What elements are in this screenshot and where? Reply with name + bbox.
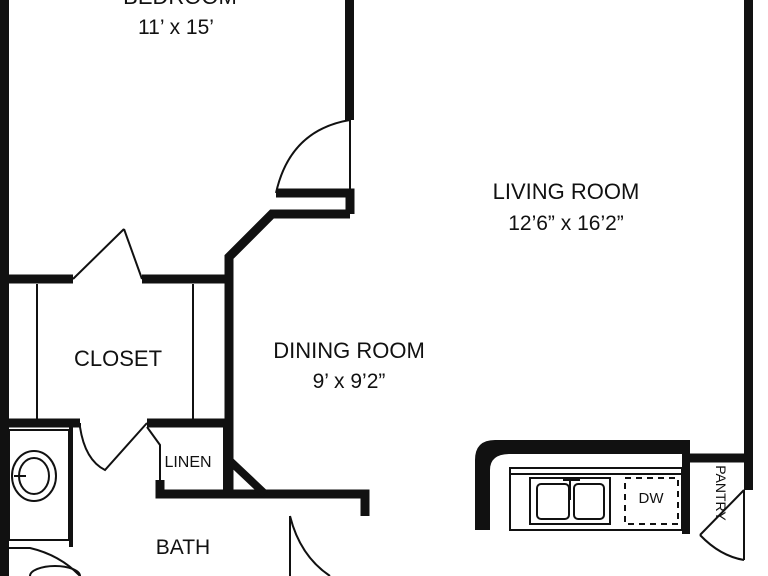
bath-label: BATH — [156, 536, 210, 559]
linen-door — [146, 426, 161, 480]
dishwasher-label: DW — [639, 490, 665, 507]
bath-sink — [11, 450, 57, 502]
wall-pantry-left — [682, 454, 690, 534]
bath-vanity — [8, 429, 70, 541]
wall-bath-vanity — [69, 427, 73, 547]
pantry-label: PANTRY — [713, 465, 729, 521]
kitchen-counter-outer — [475, 440, 690, 530]
toilet-bowl — [29, 565, 81, 576]
closet-label: CLOSET — [74, 346, 162, 371]
kitchen-sink-right — [573, 483, 605, 520]
wall-dining-left — [224, 209, 350, 490]
pantry-door-leaf — [699, 489, 745, 536]
living-room-label: LIVING ROOM — [493, 179, 640, 204]
toilet — [9, 547, 81, 576]
wall-right-outer — [744, 0, 753, 490]
closet-door-right — [123, 228, 143, 280]
wall-bath-top — [229, 489, 370, 516]
living-room-size: 12’6” x 16’2” — [508, 212, 624, 235]
wall-linen-bottom — [155, 480, 229, 499]
closet-door-swing — [79, 422, 148, 472]
wall-left-outer — [0, 0, 9, 576]
dining-room-label: DINING ROOM — [273, 338, 425, 363]
dining-room-size: 9’ x 9’2” — [313, 370, 386, 393]
bedroom-size: 11’ x 15’ — [138, 16, 214, 39]
bedroom-label: BEDROOM — [123, 0, 237, 9]
bath-door-swing — [289, 515, 331, 576]
bedroom-door-swing — [275, 119, 351, 194]
pantry-door-swing — [699, 534, 745, 561]
dishwasher — [624, 477, 679, 525]
wall-bedroom-right — [345, 0, 354, 120]
kitchen-sink-left — [536, 483, 570, 520]
linen-label: LINEN — [164, 454, 211, 471]
closet-door-left — [72, 228, 125, 280]
wall-linen-angle — [226, 457, 268, 497]
